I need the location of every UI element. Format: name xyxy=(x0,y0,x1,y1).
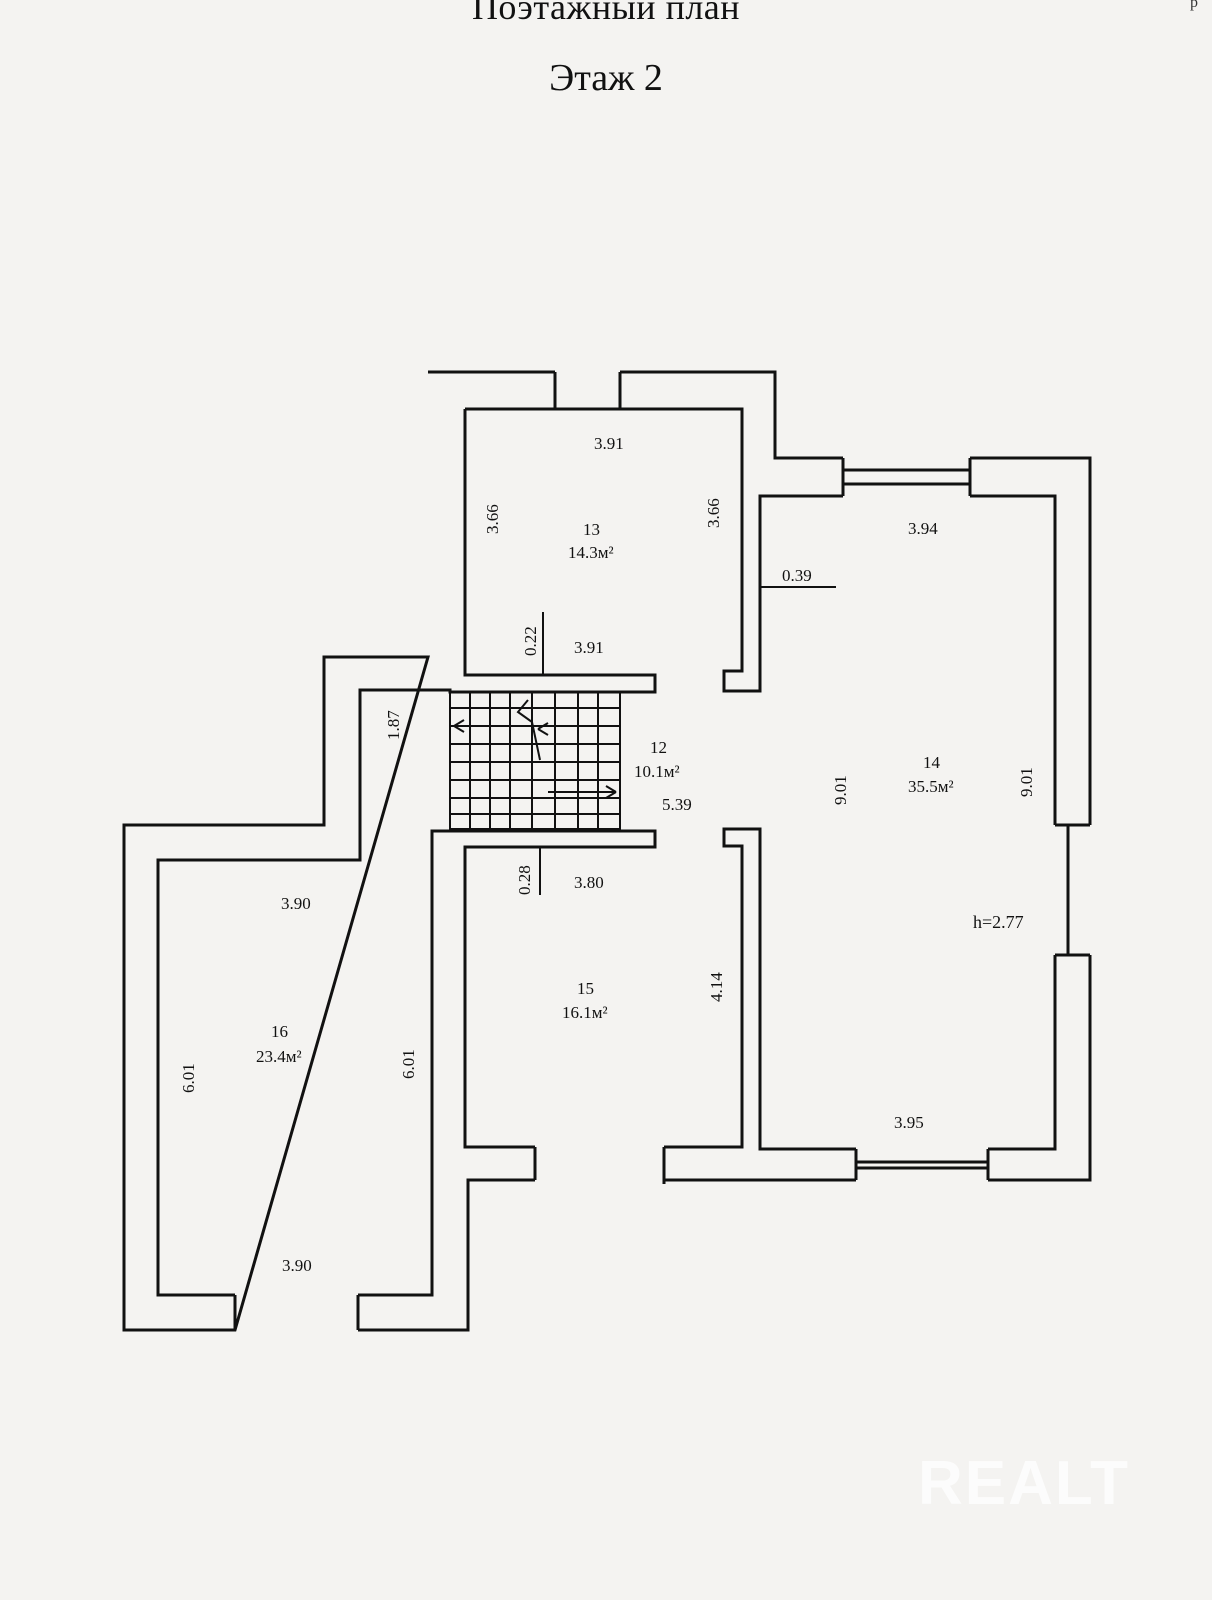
room-13-area: 14.3м² xyxy=(568,543,614,562)
dim-r12-stair: 1.87 xyxy=(384,710,403,740)
dim-r15-right: 4.14 xyxy=(707,972,726,1002)
dim-r15-wall: 0.28 xyxy=(515,865,534,895)
window-r16-bottom xyxy=(233,1295,360,1330)
floor-label: Этаж 2 xyxy=(549,57,663,99)
dim-r16-top: 3.90 xyxy=(281,894,311,913)
window-r14-top xyxy=(841,458,972,496)
dim-r14-right: 9.01 xyxy=(1017,767,1036,797)
dim-r14-left: 9.01 xyxy=(831,775,850,805)
room-14-number: 14 xyxy=(923,753,941,772)
window-r15-bottom xyxy=(533,1147,666,1184)
dim-r14-bottom: 3.95 xyxy=(894,1113,924,1132)
dim-r13-wall: 0.22 xyxy=(521,626,540,656)
dim-r15-top: 3.80 xyxy=(574,873,604,892)
window-r14-bottom xyxy=(854,1149,990,1180)
room-15-area: 16.1м² xyxy=(562,1003,608,1022)
dim-r14-height: h=2.77 xyxy=(973,912,1024,932)
dim-r13-right: 3.66 xyxy=(704,498,723,528)
window-top xyxy=(553,372,622,409)
dim-r13-left: 3.66 xyxy=(483,504,502,534)
plan-title: Поэтажный план xyxy=(471,0,741,27)
dim-r12-length: 5.39 xyxy=(662,795,692,814)
window-r14-right xyxy=(1055,823,1090,957)
dim-r16-right: 6.01 xyxy=(399,1049,418,1079)
room-15-number: 15 xyxy=(577,979,594,998)
dim-r13-bottom: 3.91 xyxy=(574,638,604,657)
dim-r14-top: 3.94 xyxy=(908,519,938,538)
room-13-wall-left xyxy=(156,409,1057,1297)
dim-r16-bottom: 3.90 xyxy=(282,1256,312,1275)
room-16-number: 16 xyxy=(271,1022,288,1041)
staircase xyxy=(449,691,621,830)
corner-mark: р xyxy=(1190,0,1198,11)
room-16-area: 23.4м² xyxy=(256,1047,302,1066)
dim-r13-top: 3.91 xyxy=(594,434,624,453)
room-12-number: 12 xyxy=(650,738,667,757)
room-14-area: 35.5м² xyxy=(908,777,954,796)
room-13-wall xyxy=(465,407,1057,825)
realt-watermark: REALT xyxy=(918,1449,1131,1518)
dim-r16-left: 6.01 xyxy=(179,1063,198,1093)
room-12-area: 10.1м² xyxy=(634,762,680,781)
room-13-number: 13 xyxy=(583,520,600,539)
dim-r14-wall: 0.39 xyxy=(782,566,812,585)
exterior-wall xyxy=(122,370,1092,1332)
